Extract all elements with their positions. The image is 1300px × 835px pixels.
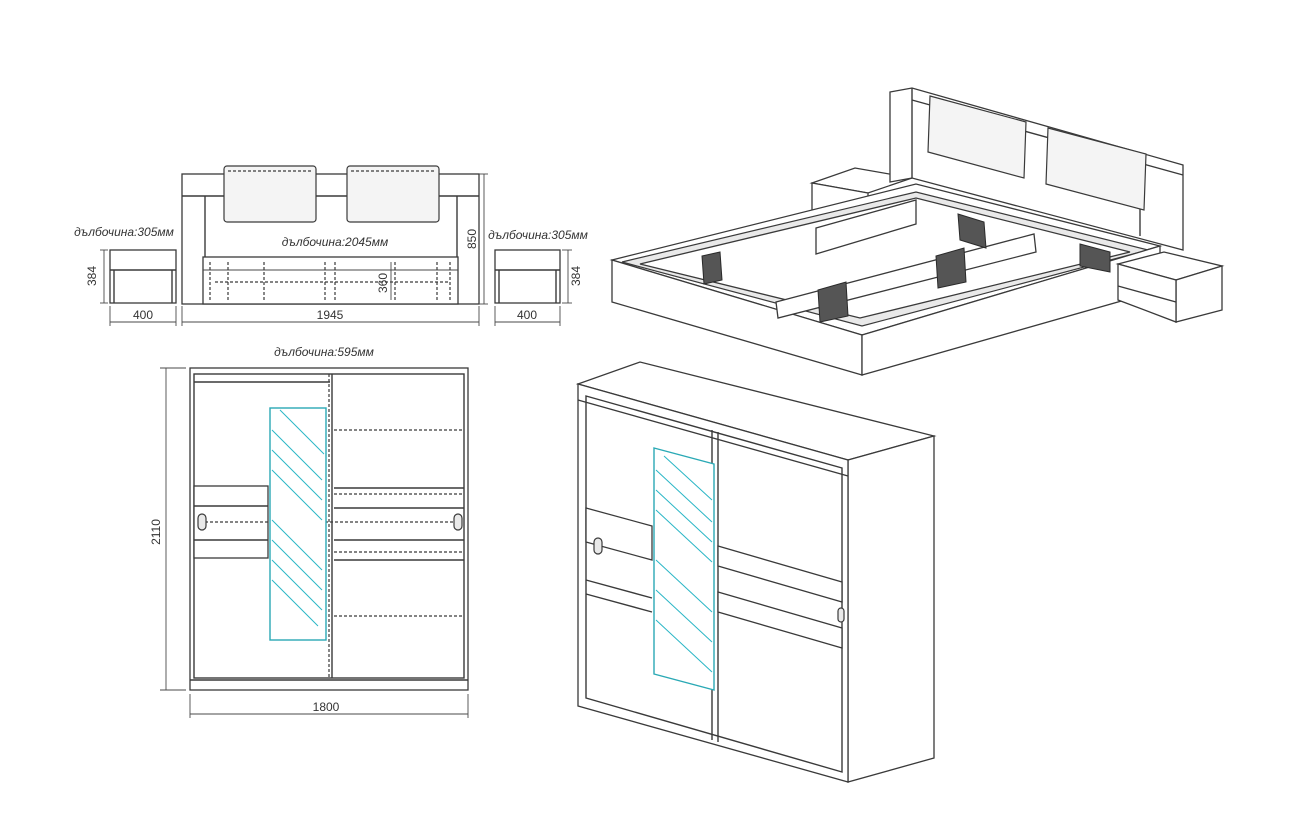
bed-front-view: 360 дълбочина:2045мм 850 1945: [181, 165, 488, 326]
wardrobe-right-handle: [453, 513, 463, 531]
nightstand-left-body: [109, 249, 177, 304]
wardrobe-depth-label: дълбочина:595мм: [274, 345, 374, 359]
bed-width-label: 1945: [317, 308, 344, 322]
nightstand-right-height-label: 384: [569, 266, 583, 286]
bed-cushion-left: [223, 165, 317, 223]
nightstand-right-depth-label: дълбочина:305мм: [488, 228, 588, 242]
wardrobe-width-label: 1800: [313, 700, 340, 714]
wardrobe-isometric-view: [575, 361, 937, 783]
bed-iso-cushion-left: [927, 95, 1027, 179]
bed-cushion-right: [346, 165, 440, 223]
bed-frame: [202, 256, 459, 305]
wardrobe-iso-mirror: [653, 447, 715, 691]
nightstand-right-front: дълбочина:305мм 384 400: [488, 228, 588, 326]
bed-height-label: 850: [465, 229, 479, 249]
nightstand-left-width-label: 400: [133, 308, 153, 322]
bed-frame-height-label: 360: [376, 273, 390, 293]
nightstand-left-height-label: 384: [85, 266, 99, 286]
nightstand-left-front: дълбочина:305мм 384 400: [74, 225, 177, 326]
wardrobe-iso-left-handle: [593, 537, 603, 555]
bed-iso-cushion-right: [1045, 127, 1147, 211]
nightstand-right-width-label: 400: [517, 308, 537, 322]
wardrobe-iso-right-handle: [837, 607, 845, 623]
wardrobe-left-handle: [197, 513, 207, 531]
bed-isometric-view: [609, 87, 1225, 376]
wardrobe-front-view: дълбочина:595мм: [149, 345, 469, 718]
bed-depth-label: дълбочина:2045мм: [282, 235, 388, 249]
nightstand-right-body: [494, 249, 561, 304]
wardrobe-height-label: 2110: [149, 519, 163, 545]
nightstand-left-depth-label: дълбочина:305мм: [74, 225, 174, 239]
